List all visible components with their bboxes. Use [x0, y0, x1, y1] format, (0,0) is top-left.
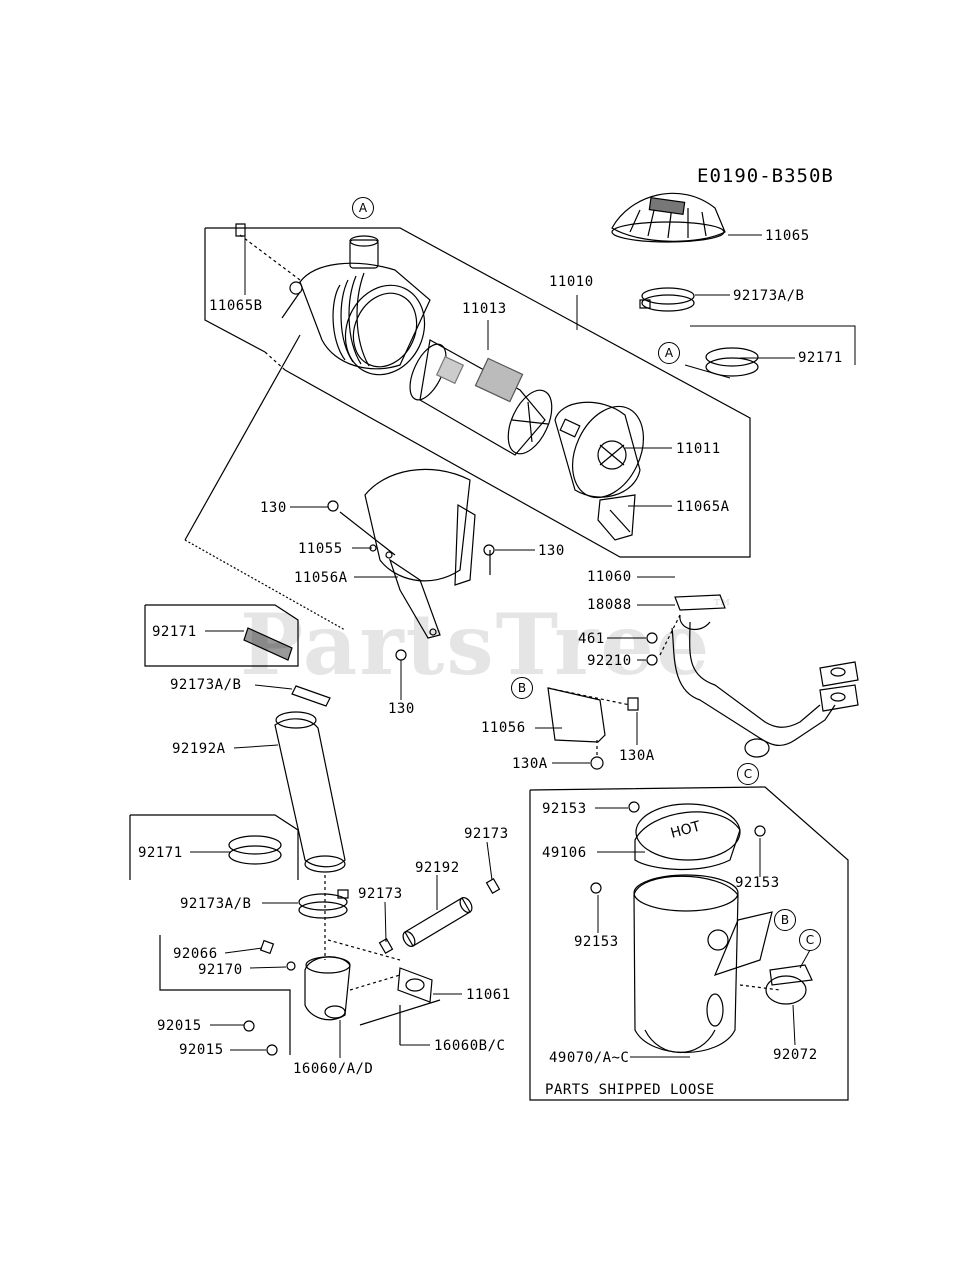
short-pipe [401, 896, 475, 949]
part-label-130a-left[interactable]: 130A [512, 756, 548, 772]
part-label-92015-a[interactable]: 92015 [157, 1018, 202, 1034]
drawing-code: E0190-B350B [697, 165, 834, 187]
part-label-130a-right[interactable]: 130A [619, 748, 655, 764]
part-label-11061[interactable]: 11061 [466, 987, 511, 1003]
part-label-92171-low[interactable]: 92171 [138, 845, 183, 861]
air-cleaner-housing [236, 224, 439, 388]
part-label-461[interactable]: 461 [578, 631, 605, 647]
part-label-92015-b[interactable]: 92015 [179, 1042, 224, 1058]
part-label-92153-a[interactable]: 92153 [542, 801, 587, 817]
heat-guard [328, 469, 494, 660]
part-label-11010[interactable]: 11010 [549, 274, 594, 290]
ref-circle-c-right: C [799, 929, 821, 951]
ref-circle-b-right: B [774, 909, 796, 931]
part-label-11065a[interactable]: 11065A [676, 499, 730, 515]
part-label-92173ab-top[interactable]: 92173A/B [733, 288, 805, 304]
leader-lines [190, 235, 855, 1058]
part-label-92072[interactable]: 92072 [773, 1047, 818, 1063]
filter-cap [555, 395, 657, 540]
part-label-11055[interactable]: 11055 [298, 541, 343, 557]
part-label-92066[interactable]: 92066 [173, 946, 218, 962]
part-label-92192a[interactable]: 92192A [172, 741, 226, 757]
watermark-text: PartsTree [240, 595, 712, 694]
part-label-92171-top[interactable]: 92171 [798, 350, 843, 366]
exhaust-clamp [740, 965, 812, 1004]
svg-text:HOT: HOT [669, 819, 703, 842]
part-label-92153-c[interactable]: 92153 [574, 934, 619, 950]
part-label-92173ab-mid[interactable]: 92173A/B [170, 677, 242, 693]
clamps [229, 288, 758, 953]
part-label-92173-mid[interactable]: 92173 [358, 886, 403, 902]
filter-element [403, 339, 561, 461]
part-label-11065b[interactable]: 11065B [209, 298, 263, 314]
air-cleaner-box [205, 228, 750, 557]
intake-elbow [244, 940, 440, 1055]
part-label-130-b[interactable]: 130 [538, 543, 565, 559]
part-label-11011[interactable]: 11011 [676, 441, 721, 457]
exhaust-pipe [647, 595, 858, 757]
part-label-92153-b[interactable]: 92153 [735, 875, 780, 891]
precleaner [612, 193, 725, 242]
intake-hose [185, 335, 345, 960]
part-label-130-a[interactable]: 130 [260, 500, 287, 516]
parts-shipped-loose-note: PARTS SHIPPED LOOSE [545, 1082, 715, 1098]
part-label-16060-a-d[interactable]: 16060/A/D [293, 1061, 374, 1077]
part-label-11060[interactable]: 11060 [587, 569, 632, 585]
ref-circle-a-right: A [658, 342, 680, 364]
watermark: PartsTree™ [240, 595, 735, 694]
part-label-11056[interactable]: 11056 [481, 720, 526, 736]
ref-circle-c-top: C [737, 763, 759, 785]
part-label-11013[interactable]: 11013 [462, 301, 507, 317]
part-label-92192[interactable]: 92192 [415, 860, 460, 876]
muffler: HOT [591, 802, 772, 1053]
part-label-92210[interactable]: 92210 [587, 653, 632, 669]
part-label-11065[interactable]: 11065 [765, 228, 810, 244]
part-label-49106[interactable]: 49106 [542, 845, 587, 861]
part-label-92171-mid[interactable]: 92171 [152, 624, 197, 640]
muffler-box [530, 787, 848, 1100]
lower-left-box [130, 605, 298, 1055]
part-label-18088[interactable]: 18088 [587, 597, 632, 613]
part-label-16060b-c[interactable]: 16060B/C [434, 1038, 506, 1054]
ref-circle-b-left: B [511, 677, 533, 699]
muffler-bracket [548, 688, 638, 769]
part-label-92173-right[interactable]: 92173 [464, 826, 509, 842]
part-label-130-c[interactable]: 130 [388, 701, 415, 717]
part-label-92170[interactable]: 92170 [198, 962, 243, 978]
trademark-mark: ™ [711, 595, 736, 621]
part-label-49070[interactable]: 49070/A~C [549, 1050, 630, 1066]
part-label-11056a[interactable]: 11056A [294, 570, 348, 586]
part-label-92173ab-low[interactable]: 92173A/B [180, 896, 252, 912]
ref-circle-a-top: A [352, 197, 374, 219]
